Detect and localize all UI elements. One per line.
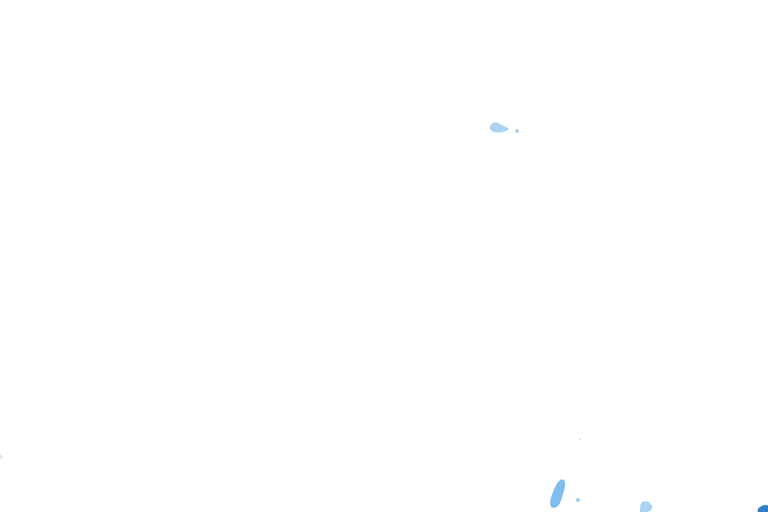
water-patch-lower-2 <box>575 497 581 503</box>
water-patch-upper-1 <box>489 122 509 133</box>
water-patch-corner <box>757 504 768 512</box>
water-patch-lower-1 <box>550 479 566 508</box>
water-patch-upper-2 <box>515 129 519 133</box>
faint-dot <box>578 437 582 441</box>
faint-mark-left <box>0 454 3 459</box>
water-patch-lower-3 <box>640 501 653 512</box>
